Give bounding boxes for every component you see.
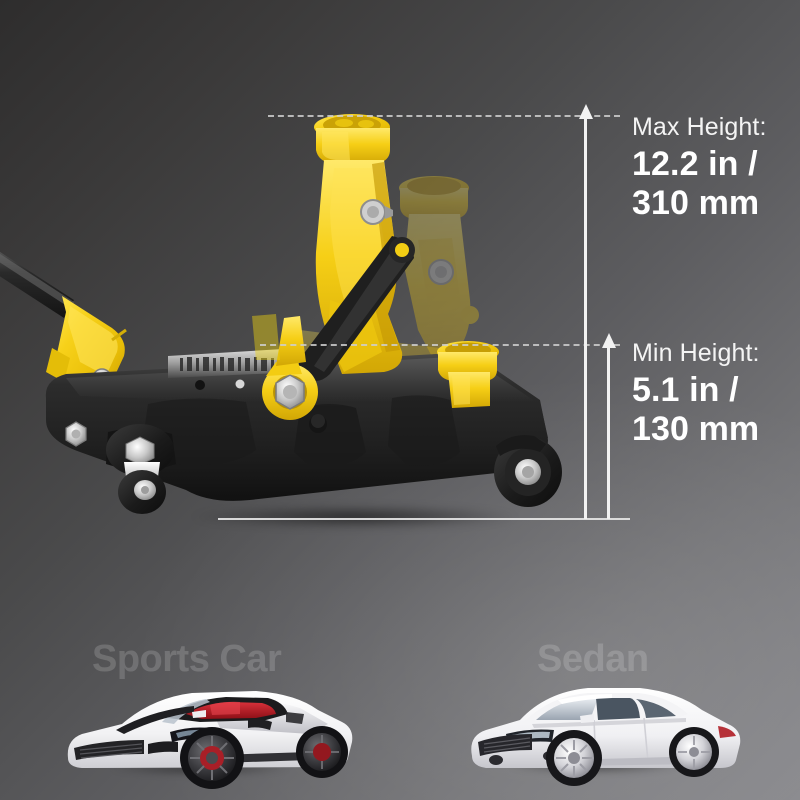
- max-height-label: Max Height:: [632, 113, 767, 141]
- lift-arm-ghost-position: [399, 176, 479, 372]
- center-pivot-assembly: [262, 362, 318, 420]
- sports-car-rear-wheel: [296, 726, 348, 778]
- min-height-reference-line: [260, 344, 620, 346]
- front-caster-wheel: [106, 424, 176, 514]
- lift-arm-return-fin: [252, 314, 306, 366]
- max-height-callout: Max Height: 12.2 in / 310 mm: [632, 112, 767, 223]
- jack-handle-tube: [0, 251, 74, 318]
- ground-baseline: [218, 518, 630, 520]
- max-height-arrow: [584, 117, 587, 519]
- min-height-value-line2: 130 mm: [632, 410, 760, 448]
- sports-car-front-wheel: [180, 727, 244, 789]
- sports-car-image: [67, 691, 353, 789]
- min-height-arrow: [607, 346, 610, 519]
- min-height-label: Min Height:: [632, 339, 760, 367]
- sedan-front-wheel: [546, 730, 602, 786]
- max-height-reference-line: [268, 115, 620, 117]
- max-height-value-line1: 12.2 in /: [632, 145, 758, 183]
- sedan-rear-wheel: [669, 727, 719, 777]
- sedan-image: [471, 688, 741, 786]
- chassis-hex-bolt: [65, 421, 87, 447]
- rear-wheel: [494, 435, 562, 507]
- min-height-value-line1: 5.1 in /: [632, 371, 739, 409]
- jack-floor-shadow: [120, 500, 590, 534]
- sedan-label: Sedan: [537, 638, 649, 680]
- min-height-callout: Min Height: 5.1 in / 130 mm: [632, 338, 760, 449]
- sports-car-label: Sports Car: [92, 638, 282, 680]
- max-height-value-line2: 310 mm: [632, 184, 760, 222]
- saddle-min-height-position: [437, 341, 499, 408]
- lift-arm-pivot-bolt: [360, 199, 393, 225]
